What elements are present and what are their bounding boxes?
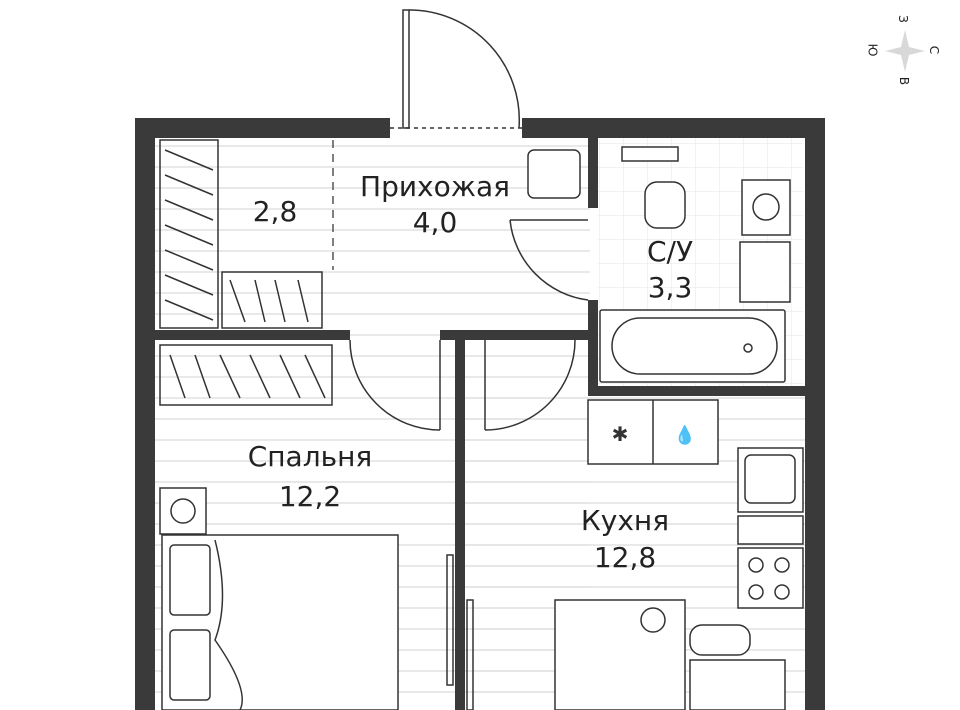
bathroom-fixtures [599, 146, 791, 383]
room-name-bedroom: Спальня [247, 440, 373, 473]
interior-doors [349, 219, 589, 710]
svg-text:💧: 💧 [674, 424, 696, 446]
compass-east: В [897, 76, 912, 86]
compass-north: С [927, 45, 942, 55]
room-area-kitchen: 12,8 [593, 541, 657, 574]
room-name-hallway: Прихожая [360, 170, 510, 203]
entrance-door [390, 9, 522, 129]
room-name-kitchen: Кухня [580, 504, 670, 537]
wardrobes [159, 139, 333, 406]
room-area-hallway: 4,0 [412, 206, 458, 239]
compass-west: З [895, 15, 910, 23]
room-name-bathroom: С/У [646, 235, 694, 268]
svg-text:✱: ✱ [612, 422, 629, 446]
room-area-storage: 2,8 [252, 195, 298, 228]
compass-south: Ю [865, 43, 880, 57]
bed [159, 487, 399, 710]
outer-walls [135, 118, 825, 710]
room-area-bedroom: 12,2 [278, 480, 342, 513]
kitchen-fixtures [554, 399, 804, 710]
room-area-bathroom: 3,3 [647, 271, 693, 304]
